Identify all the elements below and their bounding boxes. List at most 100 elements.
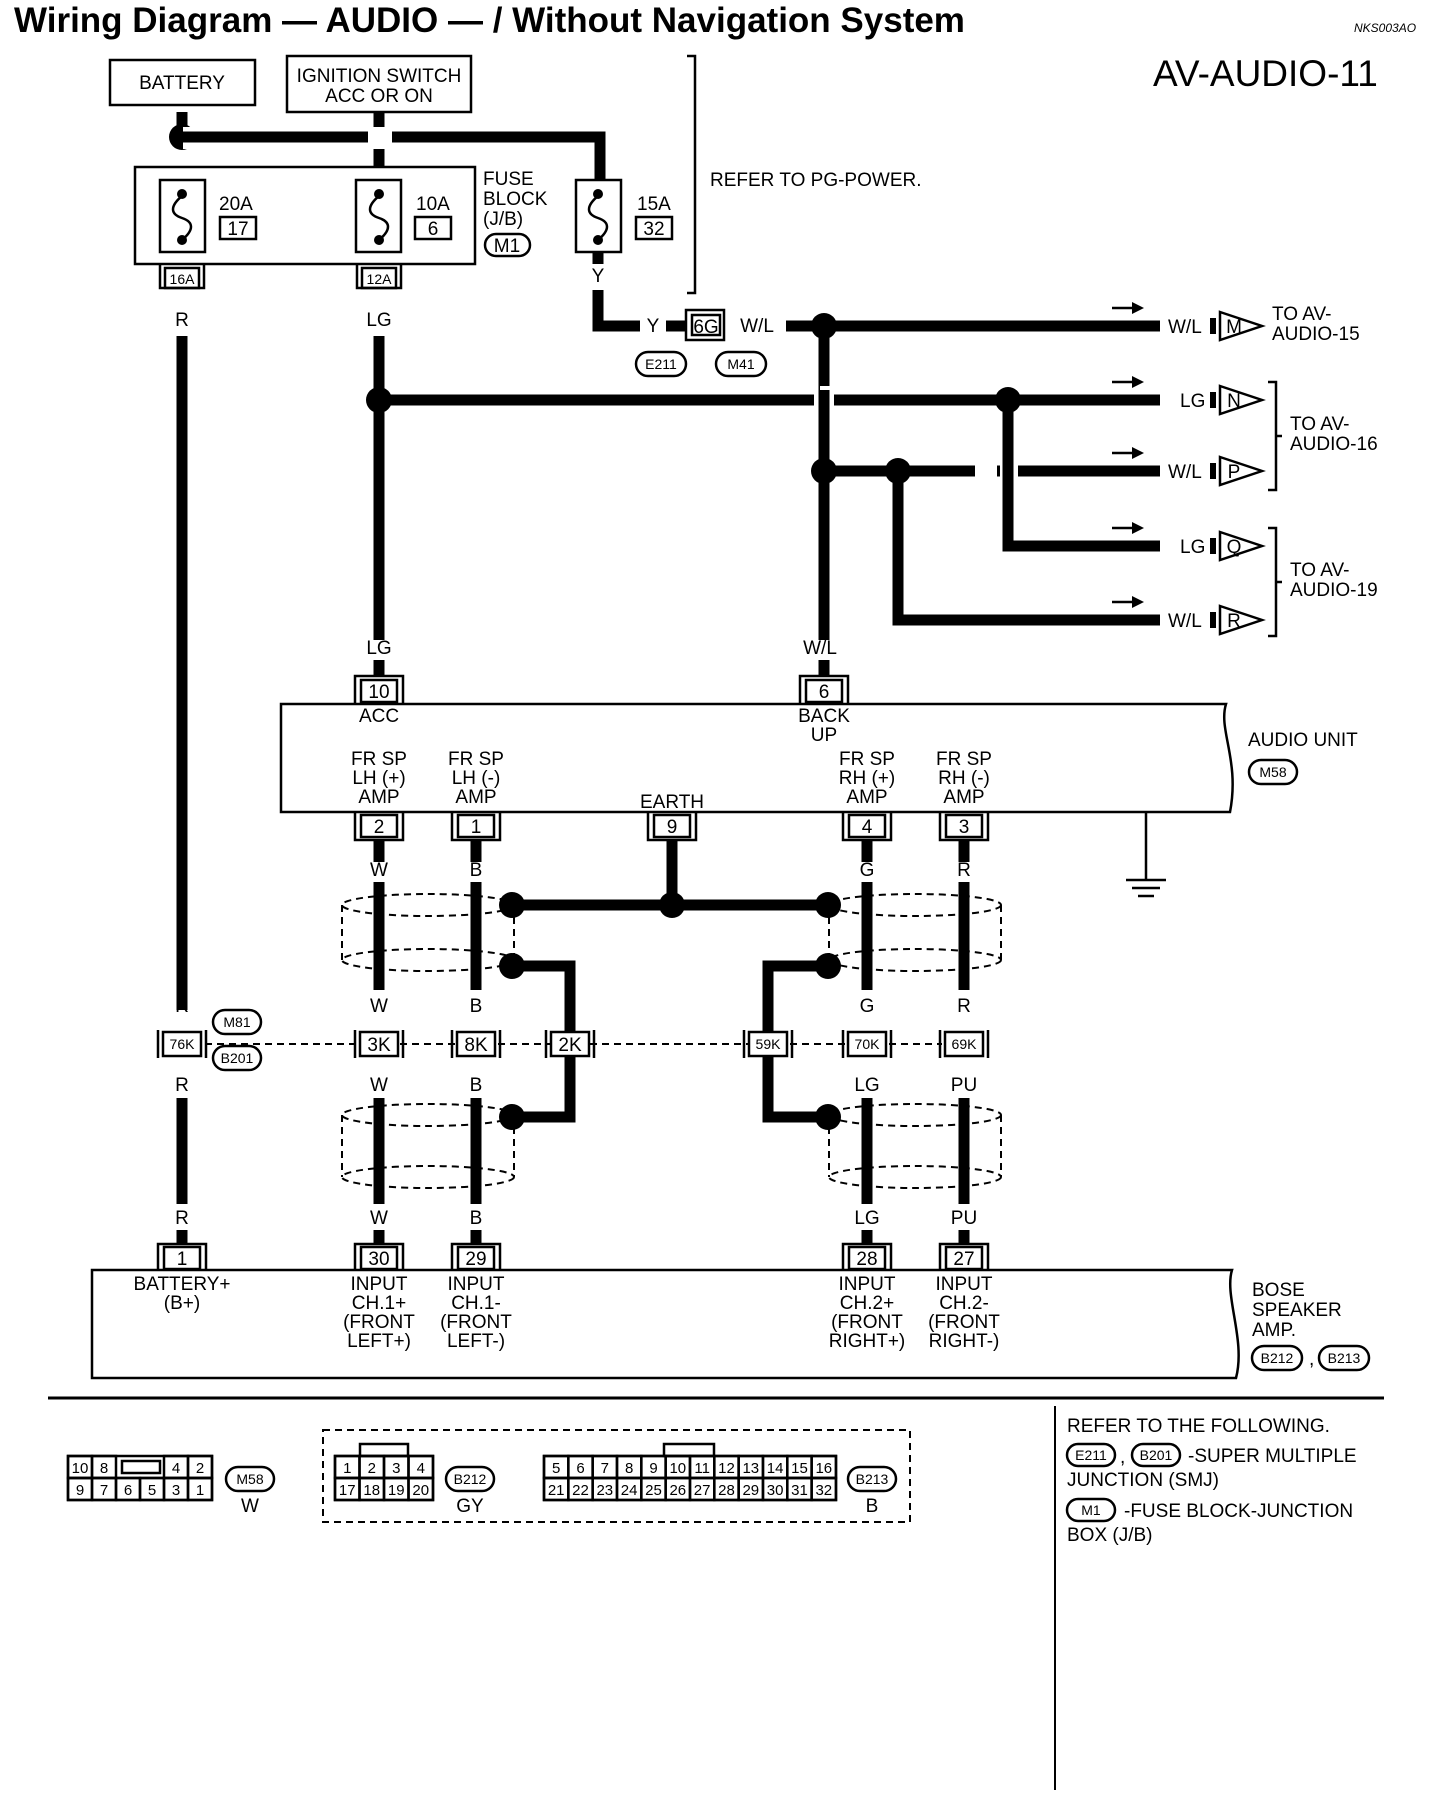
svg-text:-SUPER MULTIPLE: -SUPER MULTIPLE: [1188, 1446, 1357, 1467]
svg-text:28: 28: [856, 1249, 877, 1270]
battery-box: [108, 58, 257, 107]
conn-b212-face-badge: [444, 1465, 496, 1493]
ignition-label-2: ACC OR ON: [325, 86, 433, 107]
smj-terminals: 76K 3K 8K 2K 59K 70K 69K: [156, 1030, 990, 1058]
pin-number: 9: [76, 1482, 84, 1499]
svg-text:(FRONT: (FRONT: [440, 1312, 512, 1333]
terminal-76k: 76K: [156, 1030, 208, 1058]
pin-number: 8: [100, 1460, 108, 1477]
svg-text:AMP: AMP: [358, 787, 399, 808]
audio-unit-box: [279, 702, 1234, 814]
ref-audio15-1: TO AV-: [1272, 304, 1332, 325]
audio-unit-conn: [1247, 758, 1299, 786]
svg-text:9: 9: [667, 817, 678, 838]
svg-text:1: 1: [471, 817, 482, 838]
svg-text:FR SP: FR SP: [936, 749, 992, 770]
amp-name-1: BOSE: [1252, 1280, 1305, 1301]
pin-cell: [186, 1476, 214, 1502]
svg-text:EARTH: EARTH: [640, 792, 704, 813]
svg-text:LH (-): LH (-): [452, 768, 501, 789]
pin-number: 28: [718, 1482, 735, 1499]
svg-text:M41: M41: [727, 356, 754, 372]
svg-text:LEFT+): LEFT+): [347, 1331, 411, 1352]
pin-number: 10: [669, 1460, 686, 1477]
svg-text:70K: 70K: [855, 1036, 881, 1052]
pin-number: 4: [172, 1460, 180, 1477]
svg-text:FR SP: FR SP: [351, 749, 407, 770]
svg-text:76K: 76K: [170, 1036, 196, 1052]
conn-m58-badge: [224, 1465, 276, 1493]
svg-text:LG: LG: [854, 1208, 879, 1229]
wire-r-top: R: [175, 310, 189, 331]
svg-text:20A: 20A: [219, 194, 253, 215]
svg-text:RIGHT-): RIGHT-): [929, 1331, 1000, 1352]
svg-text:8K: 8K: [464, 1035, 488, 1056]
svg-text:W: W: [370, 1075, 388, 1096]
terminal-16a: 16A: [158, 264, 206, 290]
svg-text:16A: 16A: [170, 271, 196, 287]
pin-number: 6: [576, 1460, 584, 1477]
svg-text:B212: B212: [454, 1471, 487, 1487]
svg-text:29: 29: [465, 1249, 486, 1270]
svg-text:LEFT-): LEFT-): [447, 1331, 505, 1352]
drain-59k-upper: [762, 960, 828, 1035]
output-m: W/L M: [1112, 302, 1266, 342]
drain-2k-lower: [512, 1056, 576, 1123]
terminal-59k: 59K: [742, 1030, 794, 1058]
fuse-block-label-1: FUSE: [483, 169, 534, 190]
conn-b212-badge: [1250, 1344, 1304, 1372]
svg-text:CH.2-: CH.2-: [939, 1293, 989, 1314]
svg-text:CH.1+: CH.1+: [352, 1293, 406, 1314]
ref-audio19-1: TO AV-: [1290, 560, 1350, 581]
wire-lg-top: LG: [366, 310, 391, 331]
pin-number: 25: [645, 1482, 662, 1499]
shield-upper-right: [828, 893, 1002, 972]
svg-text:B: B: [866, 1496, 879, 1517]
ignition-label-1: IGNITION SWITCH: [297, 66, 462, 87]
wire-y-vert: Y: [592, 266, 605, 287]
pin-number: 3: [392, 1460, 400, 1477]
terminal-70k: 70K: [841, 1030, 893, 1058]
svg-text:,: ,: [1120, 1447, 1125, 1468]
amp-pins: 1 30 29 28 27: [156, 1242, 990, 1271]
refer-pg-power: REFER TO PG-POWER.: [710, 170, 922, 191]
svg-text:(FRONT: (FRONT: [928, 1312, 1000, 1333]
diagram-code: NKS003AO: [1354, 21, 1416, 35]
pin-number: 10: [72, 1460, 89, 1477]
ground-icon: [1126, 812, 1166, 898]
svg-text:R: R: [957, 860, 971, 881]
pin-number: 9: [649, 1460, 657, 1477]
svg-text:Q: Q: [1227, 537, 1242, 558]
amp-name-3: AMP.: [1252, 1320, 1296, 1341]
svg-text:W: W: [241, 1496, 259, 1517]
svg-text:LG: LG: [1180, 537, 1205, 558]
svg-text:3K: 3K: [367, 1035, 391, 1056]
svg-text:CH.1-: CH.1-: [451, 1293, 501, 1314]
pin-number: 6: [124, 1482, 132, 1499]
label-acc: ACC: [359, 706, 399, 727]
svg-text:B213: B213: [856, 1471, 889, 1487]
svg-text:17: 17: [227, 219, 248, 240]
audio-bottom-pins: 2 1 9 4 3: [353, 812, 990, 842]
pin-number: 16: [815, 1460, 832, 1477]
pin-number: 7: [100, 1482, 108, 1499]
svg-text:B: B: [470, 996, 483, 1017]
bracket-audio16: [1268, 380, 1282, 492]
terminal-3k: 3K: [353, 1030, 405, 1058]
bracket-audio19: [1268, 526, 1282, 638]
diagram-title: Wiring Diagram — AUDIO — / Without Navig…: [14, 1, 965, 40]
svg-text:B201: B201: [221, 1050, 254, 1066]
pin-backup: 6: [798, 660, 850, 704]
svg-text:CH.2+: CH.2+: [840, 1293, 894, 1314]
svg-text:R: R: [175, 996, 189, 1017]
svg-text:W/L: W/L: [740, 316, 774, 337]
svg-text:(B+): (B+): [164, 1293, 200, 1314]
svg-text:GY: GY: [456, 1496, 484, 1517]
svg-text:INPUT: INPUT: [351, 1274, 408, 1295]
refer-title: REFER TO THE FOLLOWING.: [1067, 1416, 1330, 1437]
svg-text:FR SP: FR SP: [448, 749, 504, 770]
terminal-69k: 69K: [938, 1030, 990, 1058]
conn-m81: [211, 1008, 263, 1036]
